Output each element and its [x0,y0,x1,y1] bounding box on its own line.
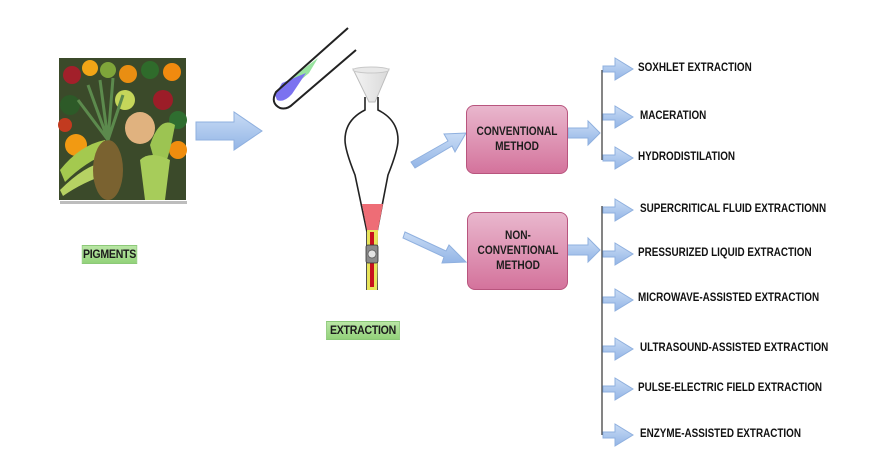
technique-enzyme-assisted: ENZYME-ASSISTED EXTRACTION [640,428,802,440]
technique-pulse-electric-field: PULSE-ELECTRIC FIELD EXTRACTION [638,382,823,394]
arrow-to-conventional [410,132,467,169]
leaf-arrow [602,377,634,401]
non-conventional-method-label: NON- CONVENTIONAL METHOD [477,229,558,272]
extraction-label: EXTRACTION [326,321,400,340]
technique-maceration: MACERATION [640,110,707,122]
technique-hydrodistillation: HYDRODISTILATION [638,151,736,163]
leaf-arrow [602,337,634,361]
conventional-method-label: CONVENTIONAL METHOD [476,125,558,153]
leaf-arrow [602,146,634,170]
technique-soxhlet: SOXHLET EXTRACTION [638,62,752,74]
non-conventional-method-box: NON- CONVENTIONAL METHOD [467,212,568,290]
arrow-to-non-conventional [402,231,468,264]
conventional-method-box: CONVENTIONAL METHOD [466,105,568,174]
separatory-funnel-icon [344,66,399,290]
test-tube-icon [272,27,357,110]
pigments-label: PIGMENTS [81,245,138,264]
arrow-conventional-out [567,119,601,147]
fruit-image [58,58,187,204]
leaf-arrow [602,242,634,266]
leaf-arrow [602,423,634,447]
leaf-arrow [602,57,634,81]
technique-microwave-assisted: MICROWAVE-ASSISTED EXTRACTION [638,292,820,304]
arrow-non-conventional-out [565,236,601,264]
leaf-arrows [602,57,634,447]
leaf-arrow [602,105,634,129]
leaf-arrow [602,288,634,312]
technique-supercritical-fluid: SUPERCRITICAL FLUID EXTRACTIONN [640,203,827,215]
leaf-arrow [602,198,634,222]
technique-pressurized-liquid: PRESSURIZED LIQUID EXTRACTION [638,247,812,259]
technique-ultrasound-assisted: ULTRASOUND-ASSISTED EXTRACTION [640,342,829,354]
arrow-to-extraction [195,111,263,151]
